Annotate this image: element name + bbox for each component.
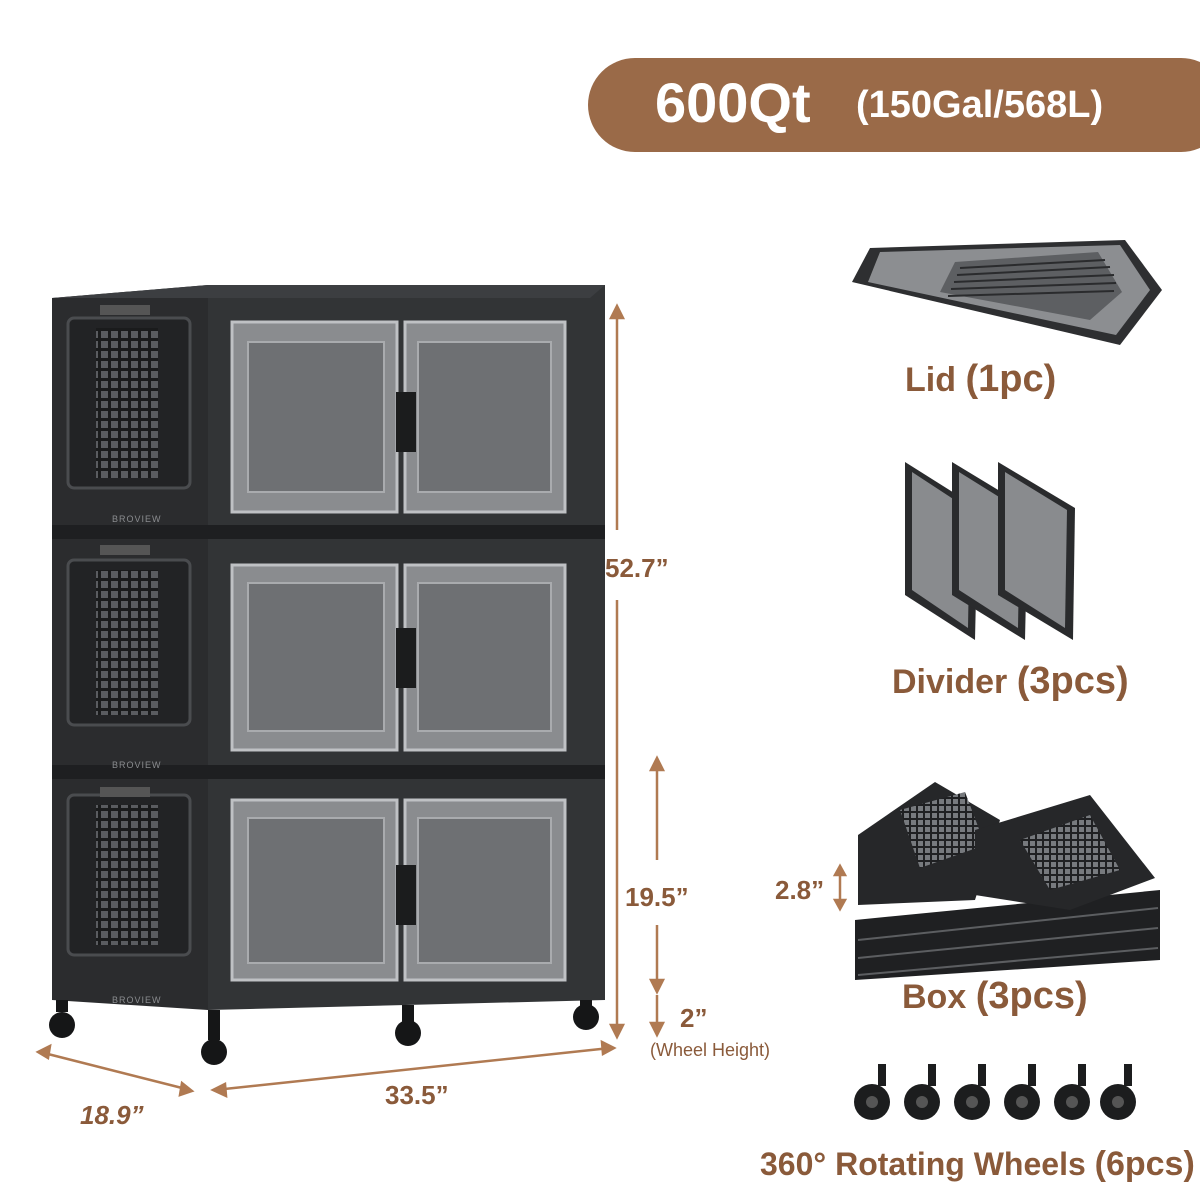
caster-wheel-6 [1100,1064,1136,1120]
brand-label-bottom: BROVIEW [112,995,162,1005]
wheels-qty: (6pcs) [1094,1145,1195,1183]
caster-wheel-1 [854,1064,890,1120]
cabinet-wheels [49,1000,599,1065]
wheels-name: 360° Rotating Wheels [760,1146,1095,1182]
wheels-label: 360° Rotating Wheels (6pcs) [760,1145,1195,1184]
caster-wheels-illustration [854,1064,1136,1120]
caster-wheel-3 [954,1064,990,1120]
capacity-value: 600Qt [655,71,811,134]
box-qty: (3pcs) [975,975,1088,1017]
box-height-dimension: 19.5” [625,882,689,912]
box-illustration [855,782,1160,980]
side-panel-top [66,305,192,490]
depth-dimension: 18.9” [80,1100,144,1130]
wheel-height-caption: (Wheel Height) [650,1040,771,1060]
doors-middle [230,563,567,752]
lid-name: Lid [905,361,966,399]
folded-box-height-dimension: 2.8” [775,875,825,905]
capacity-banner [588,58,1200,152]
height-dimension: 52.7” [605,553,669,583]
caster-wheel-5 [1054,1064,1090,1120]
divider-qty: (3pcs) [1016,660,1129,702]
divider-name: Divider [892,663,1017,701]
divider-illustration [905,462,1075,640]
dimension-lines [35,303,848,1099]
brand-label-middle: BROVIEW [112,760,162,770]
caster-wheel-4 [1004,1064,1040,1120]
box-label: Box (3pcs) [902,975,1088,1018]
lid-label: Lid (1pc) [905,358,1056,401]
width-dimension: 33.5” [385,1080,449,1110]
doors-bottom [230,798,567,982]
caster-wheel-2 [904,1064,940,1120]
side-panel-middle [66,545,192,727]
box-name: Box [902,978,976,1016]
capacity-conversions: (150Gal/568L) [856,84,1104,126]
brand-label-top: BROVIEW [112,514,162,524]
wheel-height-value: 2” [680,1003,708,1033]
lid-illustration [852,240,1162,345]
divider-label: Divider (3pcs) [892,660,1129,703]
doors-top [230,320,567,514]
lid-qty: (1pc) [965,358,1057,400]
side-panel-bottom [66,787,192,957]
